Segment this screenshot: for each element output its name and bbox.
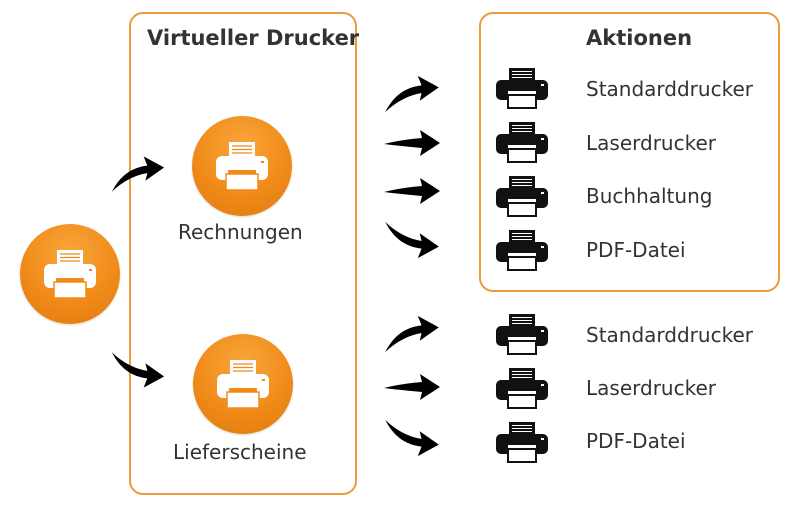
action-label: PDF-Datei xyxy=(586,429,686,453)
action-label: Standarddrucker xyxy=(586,77,753,101)
arrow-icon xyxy=(110,152,166,198)
printer-icon xyxy=(42,248,98,300)
printer-icon xyxy=(214,140,270,192)
action-label: Laserdrucker xyxy=(586,376,716,400)
actions-title: Aktionen xyxy=(586,26,693,50)
arrow-icon xyxy=(382,128,442,158)
arrow-icon xyxy=(382,216,442,262)
printer-icon xyxy=(494,420,550,464)
actions-panel xyxy=(479,12,780,292)
printer-icon xyxy=(494,228,550,272)
printer-icon xyxy=(494,312,550,356)
arrow-icon xyxy=(382,72,442,118)
arrow-icon xyxy=(382,176,442,206)
action-label: Standarddrucker xyxy=(586,323,753,347)
arrow-icon xyxy=(382,372,442,402)
arrow-icon xyxy=(382,312,442,358)
profile-rechnungen-node xyxy=(192,116,292,216)
printer-icon xyxy=(215,358,271,410)
printer-icon xyxy=(494,174,550,218)
arrow-icon xyxy=(382,414,442,460)
printer-icon xyxy=(494,366,550,410)
action-label: Buchhaltung xyxy=(586,184,713,208)
action-label: PDF-Datei xyxy=(586,238,686,262)
printer-icon xyxy=(494,120,550,164)
profile-lieferscheine-node xyxy=(193,334,293,434)
virtual-printer-title: Virtueller Drucker xyxy=(147,26,360,50)
printer-icon xyxy=(494,66,550,110)
source-printer-node xyxy=(20,224,120,324)
virtual-printer-panel xyxy=(129,12,357,495)
arrow-icon xyxy=(110,346,166,392)
profile-rechnungen-label: Rechnungen xyxy=(178,220,303,244)
action-label: Laserdrucker xyxy=(586,131,716,155)
profile-lieferscheine-label: Lieferscheine xyxy=(173,440,307,464)
